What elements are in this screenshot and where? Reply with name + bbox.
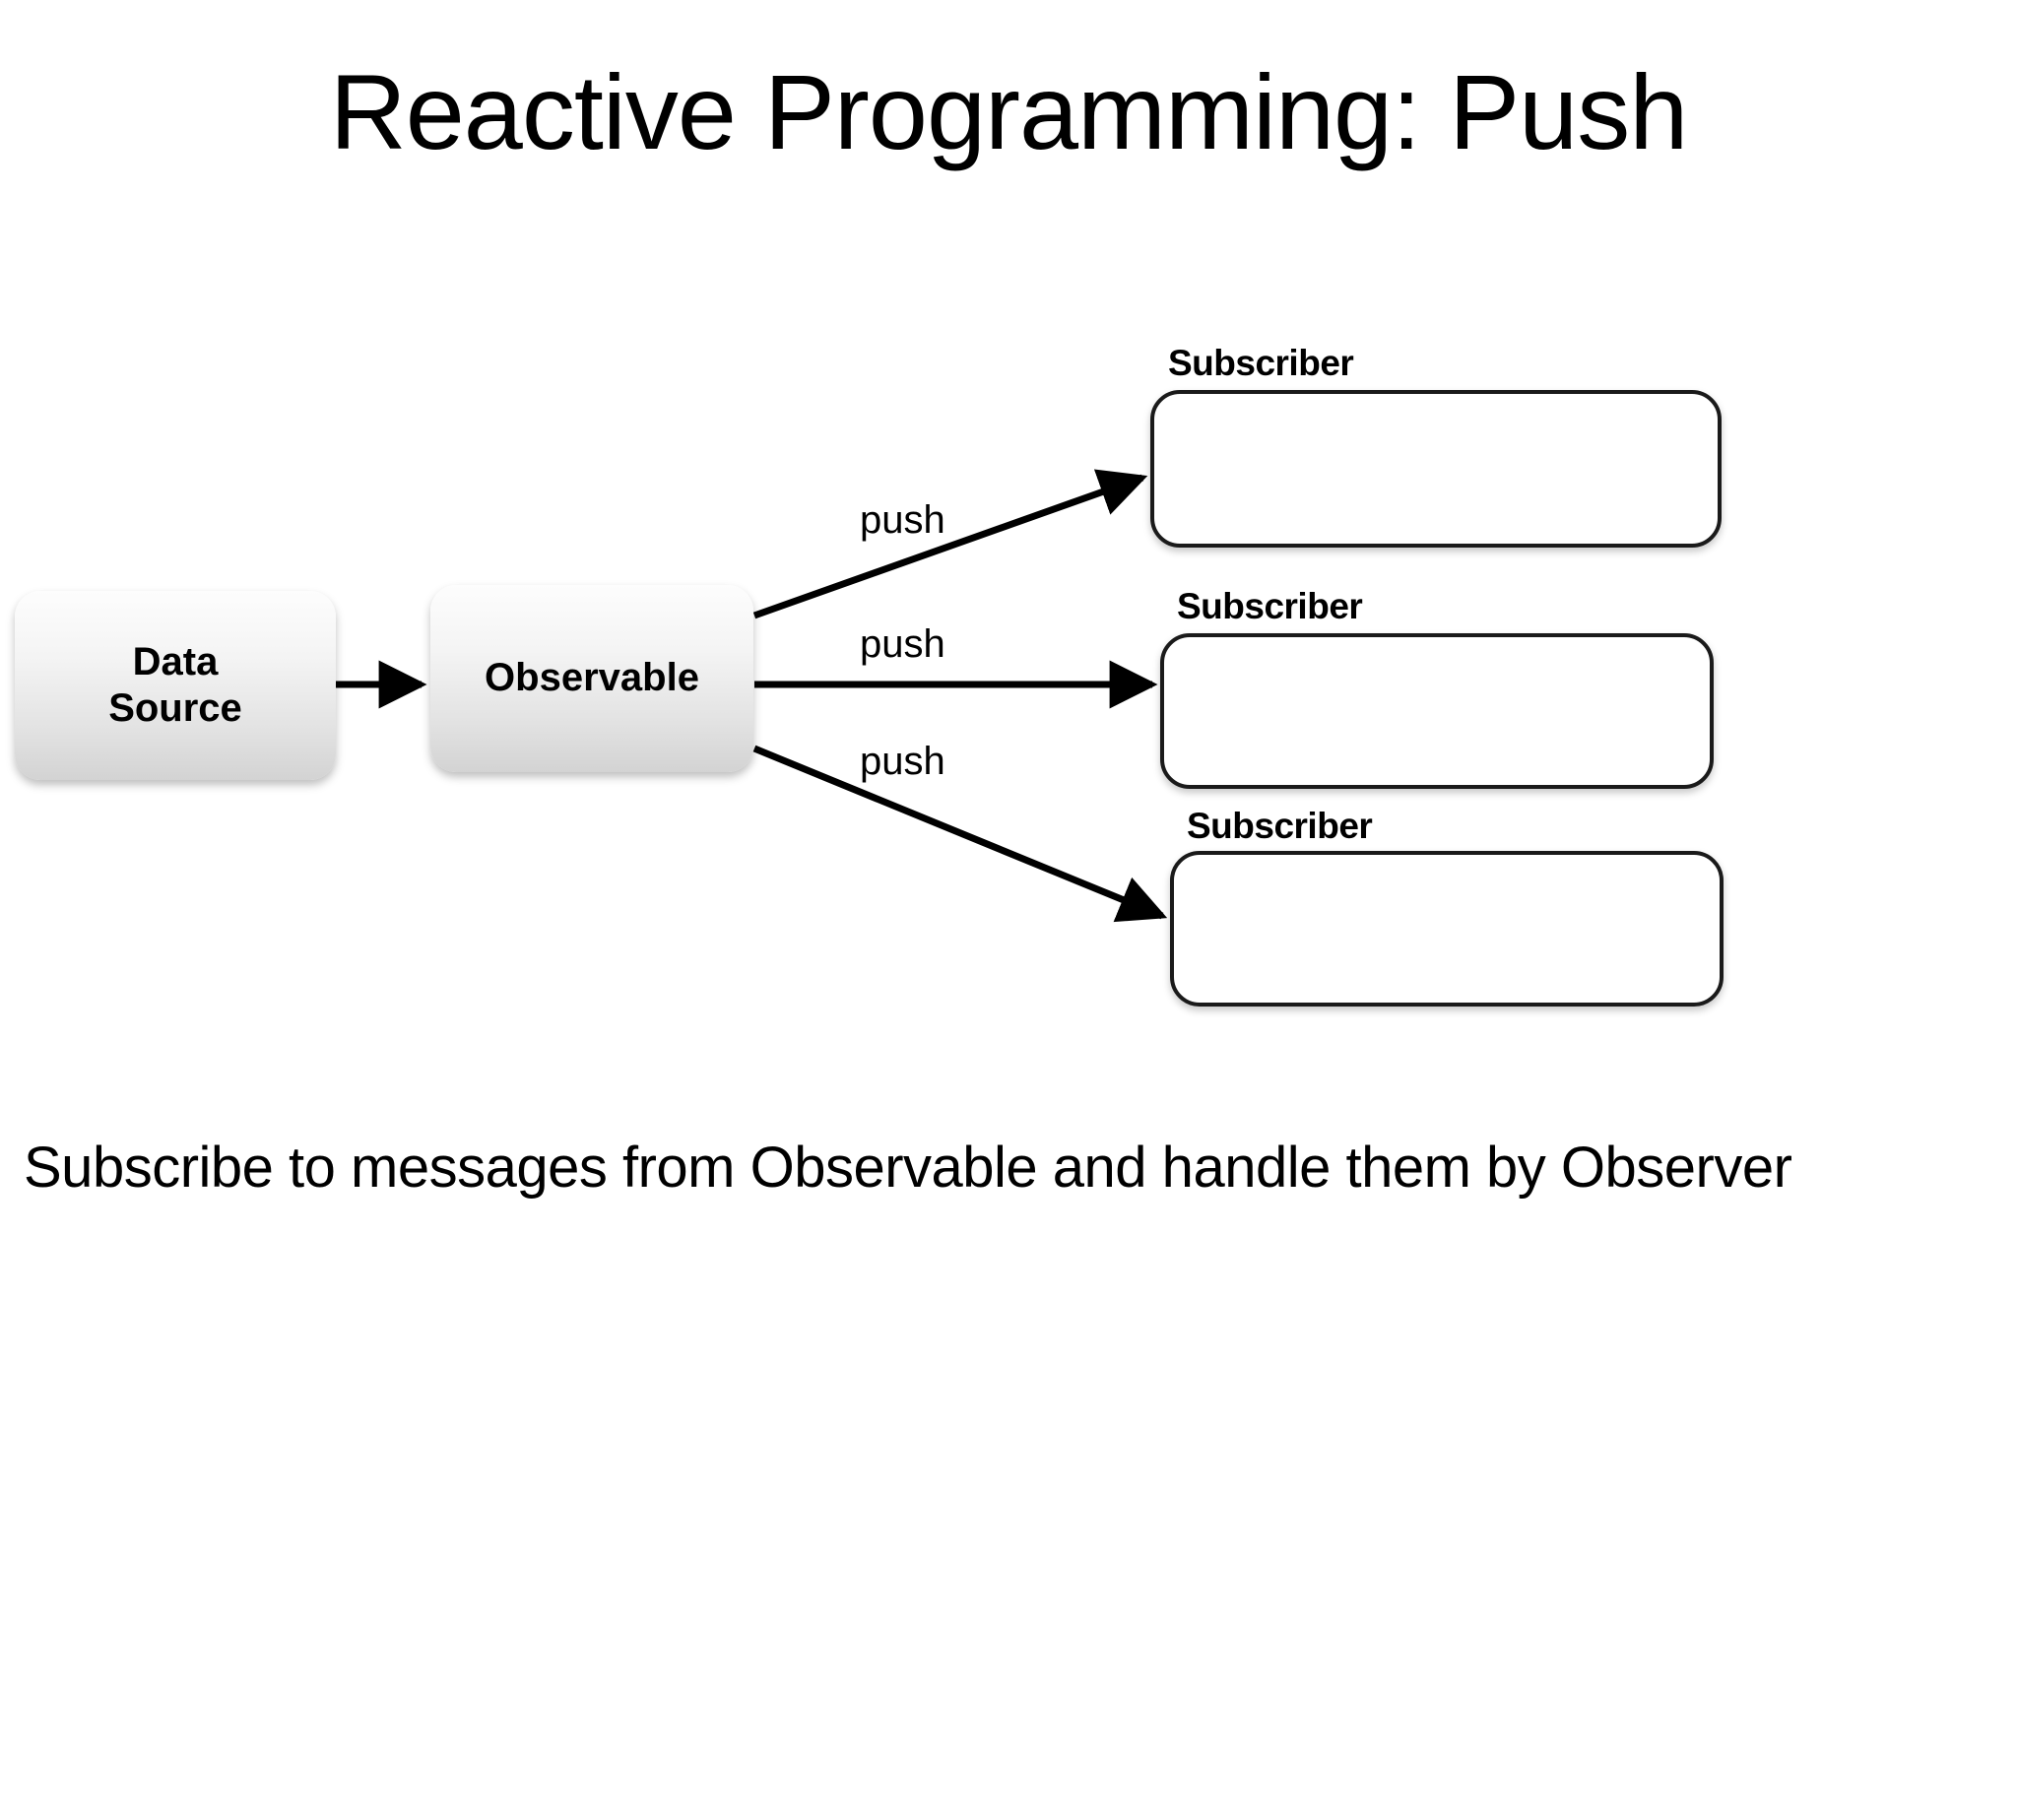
slide-canvas: Reactive Programming: Push Data Source O… — [15, 52, 1792, 1200]
subscriber-label-2: Subscriber — [1177, 586, 1363, 626]
subscriber-label-1: Subscriber — [1168, 343, 1354, 383]
slide-caption: Subscribe to messages from Observable an… — [24, 1136, 1792, 1200]
edge-label-push-1: push — [860, 498, 945, 542]
page-title: Reactive Programming: Push — [329, 52, 1689, 171]
edge-observable-to-subscriber-1 — [752, 469, 1148, 619]
node-data-source-label-line-2: Source — [108, 686, 242, 730]
node-observable[interactable]: Observable — [430, 585, 753, 772]
edge-label-push-3: push — [860, 740, 945, 783]
edge-label-push-2: push — [860, 622, 945, 666]
subscriber-box-2[interactable]: Observer — [1160, 633, 1714, 789]
subscriber-box-1[interactable]: Observer — [1150, 390, 1722, 548]
node-data-source[interactable]: Data Source — [15, 591, 336, 780]
node-data-source-label-line-1: Data — [132, 639, 219, 683]
subscriber-label-3: Subscriber — [1187, 806, 1373, 846]
subscriber-box-3[interactable]: Observer — [1170, 851, 1724, 1007]
edge-observable-to-subscriber-3 — [752, 745, 1168, 923]
node-observable-label: Observable — [485, 656, 699, 700]
